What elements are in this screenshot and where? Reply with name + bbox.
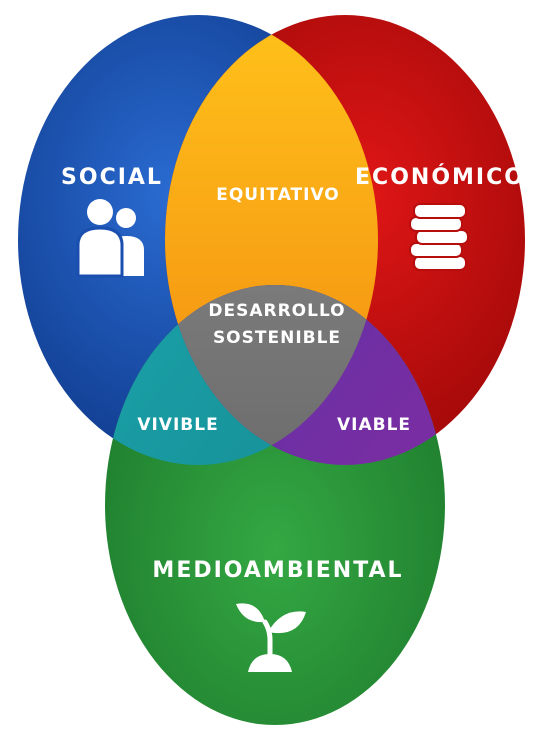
vivible-label: VIVIBLE (137, 415, 218, 435)
viable-label: VIABLE (337, 415, 411, 435)
people-icon (76, 199, 144, 278)
medioambiental-label: MEDIOAMBIENTAL (152, 558, 403, 583)
social-label: SOCIAL (61, 165, 163, 190)
center-label-line2: SOSTENIBLE (213, 328, 341, 348)
economico-label: ECONÓMICO (355, 164, 525, 190)
equitativo-label: EQUITATIVO (216, 185, 340, 205)
sprout-icon (236, 603, 306, 672)
coins-icon (409, 203, 469, 271)
center-label-line1: DESARROLLO (208, 301, 345, 321)
